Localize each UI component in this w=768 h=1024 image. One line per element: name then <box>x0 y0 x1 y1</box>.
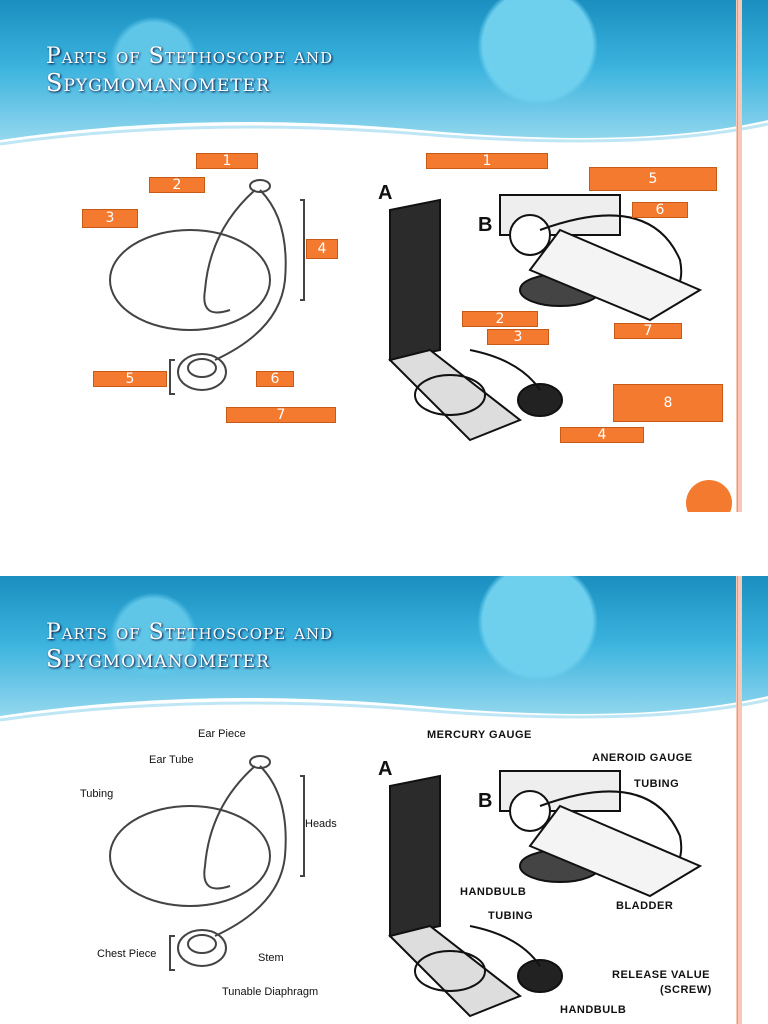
steth-label-1: 1 <box>196 153 258 169</box>
label-ear-piece: Ear Piece <box>198 728 246 740</box>
sphyg-label-6: 6 <box>632 202 688 218</box>
label-chest-piece: Chest Piece <box>97 948 156 960</box>
label-heads: Heads <box>305 818 337 830</box>
label-ear-tube: Ear Tube <box>149 754 194 766</box>
label-aneroid-gauge: ANEROID GAUGE <box>592 752 693 764</box>
label-stem: Stem <box>258 952 284 964</box>
label-bladder: BLADDER <box>616 900 673 912</box>
sphyg-label-2: 2 <box>462 311 538 327</box>
label-handbulb-bottom: HANDBULB <box>560 1004 626 1016</box>
section-a-letter: A <box>378 758 392 781</box>
sphyg-label-3: 3 <box>487 329 549 345</box>
slide-1: Parts of Stethoscope and Spygmomanometer <box>0 0 768 512</box>
sphyg-label-7: 7 <box>614 323 682 339</box>
label-tunable-diaphragm: Tunable Diaphragm <box>222 986 318 998</box>
steth-label-4: 4 <box>306 239 338 259</box>
section-a-letter: A <box>378 182 392 205</box>
label-mercury-gauge: MERCURY GAUGE <box>427 729 532 741</box>
stethoscope-drawing <box>0 0 768 512</box>
steth-label-5: 5 <box>93 371 167 387</box>
sphyg-label-5: 5 <box>589 167 717 191</box>
section-b-letter: B <box>478 214 492 237</box>
label-tubing-top: TUBING <box>634 778 679 790</box>
label-tubing: Tubing <box>80 788 113 800</box>
sphyg-label-4: 4 <box>560 427 644 443</box>
sphyg-label-1: 1 <box>426 153 548 169</box>
sphyg-label-8: 8 <box>613 384 723 422</box>
steth-label-2: 2 <box>149 177 205 193</box>
steth-label-7: 7 <box>226 407 336 423</box>
steth-label-3: 3 <box>82 209 138 228</box>
slide-2: Parts of Stethoscope and Spygmomanometer <box>0 576 768 1024</box>
steth-label-6: 6 <box>256 371 294 387</box>
label-handbulb-mid: HANDBULB <box>460 886 526 898</box>
label-release-value: RELEASE VALUE <box>612 969 710 981</box>
section-b-letter: B <box>478 790 492 813</box>
label-screw: (SCREW) <box>660 984 712 996</box>
label-tubing-mid: TUBING <box>488 910 533 922</box>
